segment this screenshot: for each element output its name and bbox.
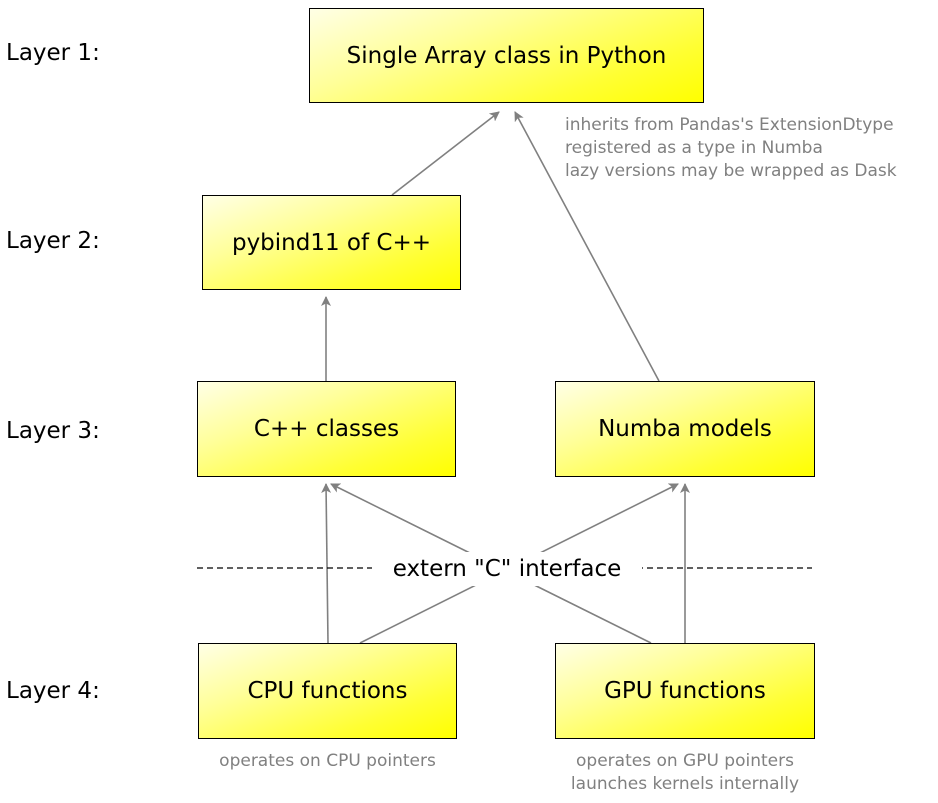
cpp-classes-box: C++ classes <box>197 381 456 477</box>
gpu-note-line: operates on GPU pointers <box>576 751 794 771</box>
cpu-functions-box: CPU functions <box>198 643 457 739</box>
array-note-line: lazy versions may be wrapped as Dask <box>565 161 897 181</box>
pybind11-box: pybind11 of C++ <box>202 195 461 290</box>
gpu-notes: operates on GPU pointers launches kernel… <box>540 750 830 796</box>
array-notes: inherits from Pandas's ExtensionDtype re… <box>565 114 897 183</box>
numba-models-box: Numba models <box>555 381 815 477</box>
arrow-numba-to-array <box>514 111 660 382</box>
layer-4-label: Layer 4: <box>6 678 100 704</box>
layer-3-label: Layer 3: <box>6 418 100 444</box>
array-note-line: inherits from Pandas's ExtensionDtype <box>565 115 894 135</box>
cpu-note-line: operates on CPU pointers <box>219 751 436 771</box>
layer-2-label: Layer 2: <box>6 228 100 254</box>
arrow-cpu-to-cpp <box>321 483 332 644</box>
layer-1-label: Layer 1: <box>6 40 100 66</box>
arrow-pybind-to-array <box>391 111 500 196</box>
single-array-box: Single Array class in Python <box>309 8 704 103</box>
gpu-functions-box: GPU functions <box>555 643 815 739</box>
extern-c-interface-label: extern "C" interface <box>372 552 642 586</box>
array-note-line: registered as a type in Numba <box>565 138 823 158</box>
gpu-note-line: launches kernels internally <box>570 774 800 794</box>
cpu-notes: operates on CPU pointers <box>198 750 457 773</box>
